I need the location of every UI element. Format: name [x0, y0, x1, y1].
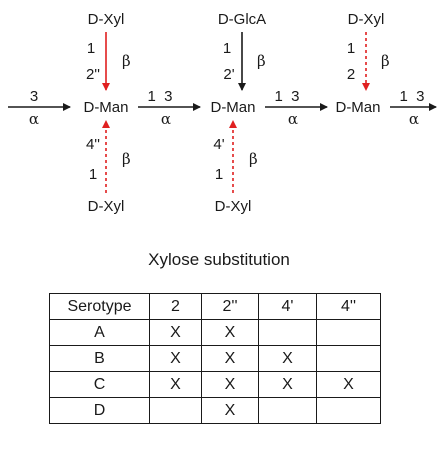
top-link-3-to: 2 — [347, 66, 355, 83]
top-link-3-anomer: β — [381, 52, 390, 70]
bottom-link-1-to: 4'' — [86, 136, 100, 153]
backbone-link-3-anomer: α — [409, 110, 419, 128]
table-cell — [316, 345, 381, 372]
table-header-cell: 2'' — [201, 293, 259, 320]
table-header-cell: 4'' — [316, 293, 381, 320]
table-cell: X — [258, 345, 317, 372]
bottom-link-2-from: 1 — [215, 166, 223, 183]
table-header-cell: 2 — [149, 293, 202, 320]
bottom-sugar-2: D-Xyl — [215, 198, 252, 215]
table-cell: X — [201, 319, 259, 346]
backbone-link-1-anomer: α — [161, 110, 171, 128]
table-cell: A — [49, 319, 150, 346]
table-cell — [149, 397, 202, 424]
table-cell — [316, 397, 381, 424]
top-sugar-3: D-Xyl — [348, 11, 385, 28]
top-link-3-from: 1 — [347, 40, 355, 57]
backbone-link-2-label: 1 3 — [274, 88, 299, 105]
top-link-2-from: 1 — [223, 40, 231, 57]
main-sugar-1: D-Man — [83, 99, 128, 116]
backbone-link-1-label: 1 3 — [147, 88, 172, 105]
xylose-substitution-title: Xylose substitution — [148, 250, 290, 269]
table-cell: X — [201, 397, 259, 424]
top-link-2-anomer: β — [257, 52, 266, 70]
glycan-structure-diagram: D-Xyl D-GlcA D-Xyl 1 2'' β 1 2' β 1 2 β … — [8, 11, 437, 215]
table-cell: X — [201, 371, 259, 398]
top-sugar-2: D-GlcA — [218, 11, 266, 28]
table-row: C X X X X — [49, 371, 381, 398]
table-cell — [258, 397, 317, 424]
bottom-link-2-to: 4' — [213, 136, 224, 153]
table-cell — [316, 319, 381, 346]
table-row: A X X — [49, 319, 381, 346]
table-cell: B — [49, 345, 150, 372]
table-header-cell: Serotype — [49, 293, 150, 320]
table-cell: D — [49, 397, 150, 424]
serotype-table: Serotype 2 2'' 4' 4'' A X X B X X X C X … — [49, 293, 381, 424]
table-header-row: Serotype 2 2'' 4' 4'' — [49, 293, 381, 320]
table-cell: C — [49, 371, 150, 398]
table-cell — [258, 319, 317, 346]
bottom-link-1-anomer: β — [122, 150, 131, 168]
bottom-link-2-anomer: β — [249, 150, 258, 168]
backbone-link-2-anomer: α — [288, 110, 298, 128]
backbone-link-3-label: 1 3 — [399, 88, 424, 105]
bottom-link-1-from: 1 — [89, 166, 97, 183]
backbone-link-0-anomer: α — [29, 110, 39, 128]
bottom-sugar-1: D-Xyl — [88, 198, 125, 215]
main-sugar-3: D-Man — [335, 99, 380, 116]
top-link-1-anomer: β — [122, 52, 131, 70]
table-row: B X X X — [49, 345, 381, 372]
table-row: D X — [49, 397, 381, 424]
top-sugar-1: D-Xyl — [88, 11, 125, 28]
table-cell: X — [149, 345, 202, 372]
top-link-1-to: 2'' — [86, 66, 100, 83]
table-cell: X — [201, 345, 259, 372]
top-link-2-to: 2' — [223, 66, 234, 83]
top-link-1-from: 1 — [87, 40, 95, 57]
main-sugar-2: D-Man — [210, 99, 255, 116]
backbone-link-0-label: 3 — [30, 88, 38, 105]
table-cell: X — [316, 371, 381, 398]
table-cell: X — [258, 371, 317, 398]
table-cell: X — [149, 371, 202, 398]
table-header-cell: 4' — [258, 293, 317, 320]
table-cell: X — [149, 319, 202, 346]
